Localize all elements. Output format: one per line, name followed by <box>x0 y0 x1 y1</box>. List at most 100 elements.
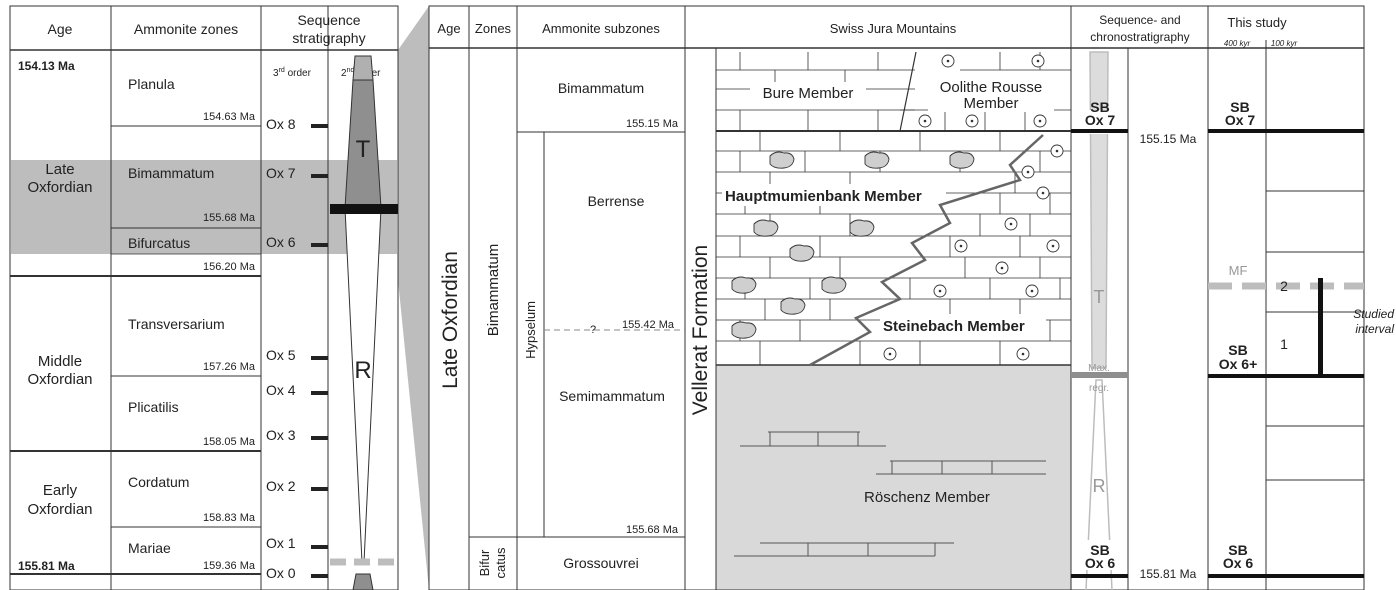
zone-planula: Planula <box>128 76 175 92</box>
subzone-semi-age: 155.68 Ma <box>626 524 679 536</box>
seq-maxregr-2: regr. <box>1089 383 1109 394</box>
roschenz-bedding <box>734 431 1046 557</box>
seq-top-age: 155.15 Ma <box>1140 132 1197 146</box>
trend-T-left: T <box>356 136 371 163</box>
studied-interval-bar <box>1318 278 1323 378</box>
haupt-label-bg <box>722 184 946 206</box>
study-sb-ox6plus-1: SB <box>1228 342 1247 358</box>
seq-ox6: Ox 6 <box>266 234 296 250</box>
oolithe-member-label-1: Oolithe Rousse <box>940 79 1043 96</box>
oolithe-member-label-2: Member <box>963 95 1018 112</box>
left-header-seq2: stratigraphy <box>292 30 365 46</box>
second-order-trend: T R <box>330 55 398 590</box>
zone-plicatilis-age: 158.05 Ma <box>203 436 256 448</box>
study-sb-ox6-2: Ox 6 <box>1223 555 1254 571</box>
subzone-grossouvrei: Grossouvrei <box>563 555 638 571</box>
seq-ox4: Ox 4 <box>266 382 296 398</box>
study-sb-ox6-1: SB <box>1228 542 1247 558</box>
left-header-zones: Ammonite zones <box>134 21 238 37</box>
third-order-label: 3rd order <box>273 67 312 79</box>
age-top-label: 154.13 Ma <box>18 59 75 73</box>
seq-sb-ox6-1: SB <box>1090 542 1109 558</box>
bure-label-bg <box>750 82 866 102</box>
subzone-mid-age: 155.42 Ma <box>622 319 675 331</box>
zone-mariae: Mariae <box>128 540 171 556</box>
ooid-dots <box>888 59 1059 356</box>
seq-maxregr-1: Max. <box>1088 363 1110 374</box>
zone-planula-age: 154.63 Ma <box>203 111 256 123</box>
right-header-subzones: Ammonite subzones <box>542 21 660 36</box>
zone-bimammatum: Bimammatum <box>128 165 214 181</box>
study-sb-ox6plus-2: Ox 6+ <box>1219 356 1258 372</box>
roschenz-block <box>715 364 1072 590</box>
right-zone-bimammatum: Bimammatum <box>485 244 502 337</box>
zone-plicatilis: Plicatilis <box>128 399 179 415</box>
seq-ox0: Ox 0 <box>266 565 296 581</box>
age-middle-1: Middle <box>38 353 82 370</box>
left-frame <box>9 5 399 590</box>
steinebach-label-bg <box>880 314 1046 336</box>
seq-ox2: Ox 2 <box>266 478 296 494</box>
subzone-bimammatum: Bimammatum <box>558 80 644 96</box>
right-frame <box>428 5 1365 590</box>
haupt-member-label: Hauptmumienbank Member <box>725 188 922 205</box>
zone-cordatum: Cordatum <box>128 474 189 490</box>
seq-ox7: Ox 7 <box>266 165 296 181</box>
left-header-age: Age <box>48 21 73 37</box>
age-late-1: Late <box>45 161 74 178</box>
right-age-label: Late Oxfordian <box>439 251 462 389</box>
zone-mariae-age: 159.36 Ma <box>203 560 256 572</box>
seq-sb-ox6-2: Ox 6 <box>1085 555 1116 571</box>
bure-member-label: Bure Member <box>763 85 854 102</box>
studied-label-1: Studied <box>1353 307 1394 321</box>
left-header-seq1: Sequence <box>297 12 360 28</box>
right-zone-bifur1: Bifur <box>477 549 492 576</box>
age-early-1: Early <box>43 482 78 499</box>
seq-bot-age: 155.81 Ma <box>1140 567 1197 581</box>
trend-R-left: R <box>354 357 371 384</box>
age-early-2: Oxfordian <box>27 501 92 518</box>
subzone-bimammatum-age: 155.15 Ma <box>626 118 679 130</box>
right-header-study: This study <box>1227 15 1287 30</box>
formation-label: Vellerat Formation <box>689 245 712 415</box>
kyr400-label: 400 kyr <box>1224 39 1251 48</box>
zone-bimammatum-age: 155.68 Ma <box>203 212 256 224</box>
seq-trend-R: R <box>1093 476 1106 496</box>
oncoid-symbols <box>731 151 975 339</box>
zone-bifurcatus-age: 156.20 Ma <box>203 261 256 273</box>
right-header-seq2: chronostratigraphy <box>1090 30 1189 44</box>
seq-sb-ox7-1: SB <box>1090 99 1109 115</box>
study-cycle-2: 2 <box>1280 278 1288 294</box>
study-mf: MF <box>1229 263 1248 278</box>
subzone-berrense: Berrense <box>588 193 645 209</box>
steinebach-member-label: Steinebach Member <box>883 318 1025 335</box>
zoom-connector <box>398 6 429 590</box>
kyr100-label: 100 kyr <box>1271 39 1298 48</box>
seq-sb-ox7-2: Ox 7 <box>1085 112 1116 128</box>
subzone-question: ? <box>590 324 596 336</box>
hypselum-label: Hypselum <box>523 301 538 359</box>
subzone-semimammatum: Semimammatum <box>559 388 665 404</box>
right-header-zones: Zones <box>475 21 512 36</box>
seq-ox1: Ox 1 <box>266 535 296 551</box>
right-zone-bifur2: catus <box>493 547 508 579</box>
zone-transversarium-age: 157.26 Ma <box>203 361 256 373</box>
study-grid <box>1266 190 1364 481</box>
study-cycle-1: 1 <box>1280 336 1288 352</box>
age-middle-2: Oxfordian <box>27 371 92 388</box>
right-header-age: Age <box>437 21 460 36</box>
seq-ox3: Ox 3 <box>266 427 296 443</box>
studied-label-2: interval <box>1355 322 1394 336</box>
right-header-seq1: Sequence- and <box>1099 13 1180 27</box>
age-bottom-label: 155.81 Ma <box>18 559 75 573</box>
roschenz-member-label: Röschenz Member <box>864 489 990 506</box>
zone-bifurcatus: Bifurcatus <box>128 235 190 251</box>
zone-transversarium: Transversarium <box>128 316 225 332</box>
seq-ox8: Ox 8 <box>266 116 296 132</box>
sequence-ticks: Ox 8 Ox 7 Ox 6 Ox 5 Ox 4 Ox 3 Ox 2 Ox 1 … <box>266 116 328 581</box>
age-late-2: Oxfordian <box>27 179 92 196</box>
oolithe-label-bg <box>928 76 1054 112</box>
study-sb-ox7-1: SB <box>1230 99 1249 115</box>
seq-trend-T: T <box>1094 287 1105 307</box>
